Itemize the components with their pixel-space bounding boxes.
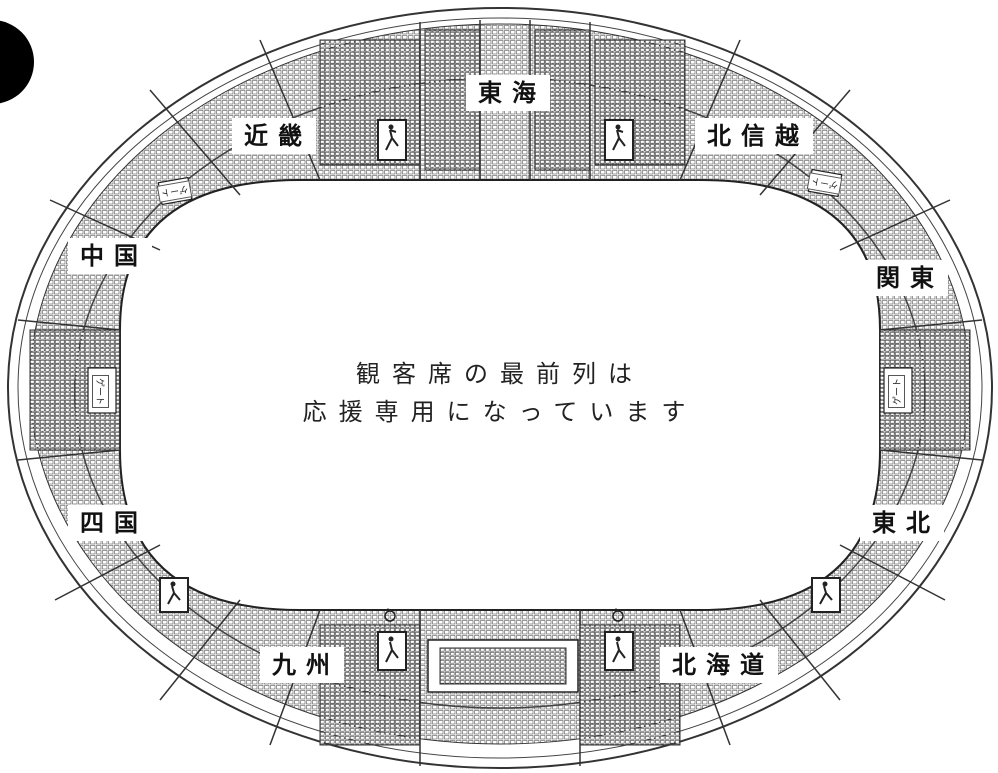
seat-blocks — [29, 29, 971, 746]
wheelchair-icon — [384, 608, 396, 622]
emergency-exit-icon — [377, 119, 407, 161]
exit-signs — [159, 119, 841, 671]
region-kyushu-label: 九州 — [260, 647, 344, 683]
region-tohoku-label: 東北 — [860, 505, 944, 541]
region-tokai-label: 東海 — [466, 75, 550, 111]
emergency-exit-icon — [811, 577, 841, 613]
arena-floor — [119, 179, 881, 611]
emergency-exit-icon — [377, 631, 407, 671]
region-chugoku-label: 中国 — [68, 238, 152, 274]
gate-right-label: ゲート — [888, 374, 906, 409]
region-hokushinetsu-label: 北信越 — [695, 118, 813, 154]
notice-line-2: 応援専用になっています — [302, 398, 698, 426]
region-shikoku-label: 四国 — [68, 505, 152, 541]
emergency-exit-icon — [159, 577, 189, 613]
region-hokkaido-label: 北海道 — [660, 647, 778, 683]
wheelchair-icon — [612, 608, 624, 622]
gate-left-label: ゲート — [92, 374, 110, 409]
region-kinki-label: 近畿 — [232, 118, 316, 154]
emergency-exit-icon — [604, 631, 634, 671]
region-kanto-label: 関東 — [864, 260, 948, 296]
emergency-exit-icon — [604, 119, 634, 161]
notice-line-1: 観客席の最前列は — [356, 360, 644, 388]
corner-marker — [0, 20, 34, 104]
